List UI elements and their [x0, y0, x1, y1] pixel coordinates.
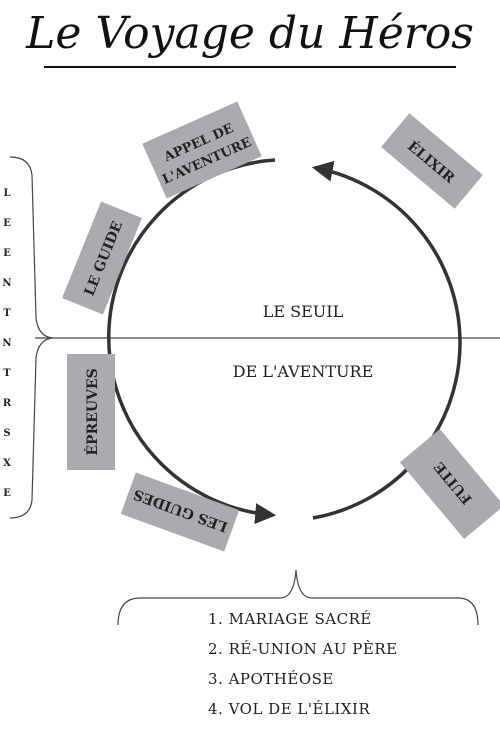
side-letter: N: [2, 278, 12, 289]
side-letter: R: [2, 398, 12, 409]
stage-les-guides: LES GUIDES: [120, 472, 240, 552]
threshold-top-label: LE SEUIL: [263, 302, 344, 321]
stage-elixir: ÉLIXIR: [381, 113, 483, 209]
side-letter: S: [3, 428, 11, 439]
side-letter: T: [3, 368, 11, 379]
right-arc-with-arrow: [311, 160, 462, 520]
side-letter: X: [3, 458, 11, 469]
page-title: Le Voyage du Héros: [26, 8, 474, 59]
list-item: 2. RÉ-UNION AU PÈRE: [208, 640, 398, 658]
threshold-bottom-label: DE L'AVENTURE: [233, 362, 374, 381]
side-letter: N: [2, 338, 12, 349]
side-letter: T: [3, 308, 11, 319]
stage-appel-de-l-aventure: APPEL DE L'AVENTURE: [142, 101, 262, 199]
stage-le-guide: LE GUIDE: [62, 201, 142, 315]
left-brace: [9, 156, 53, 519]
side-letter: E: [3, 218, 11, 229]
side-letter: L: [3, 188, 11, 199]
epreuves-label: ÉPREUVES: [83, 368, 101, 455]
title-underline: [44, 66, 456, 68]
stage-epreuves: ÉPREUVES: [67, 354, 115, 470]
side-letter: E: [3, 248, 11, 259]
list-item: 3. APOTHÉOSE: [208, 670, 334, 688]
stage-fuite: FUITE: [399, 428, 500, 540]
list-item: 1. MARIAGE SACRÉ: [208, 610, 372, 628]
bottom-brace: [117, 569, 479, 626]
list-item: 4. VOL DE L'ÉLIXIR: [208, 700, 371, 718]
side-letter: E: [3, 488, 11, 499]
